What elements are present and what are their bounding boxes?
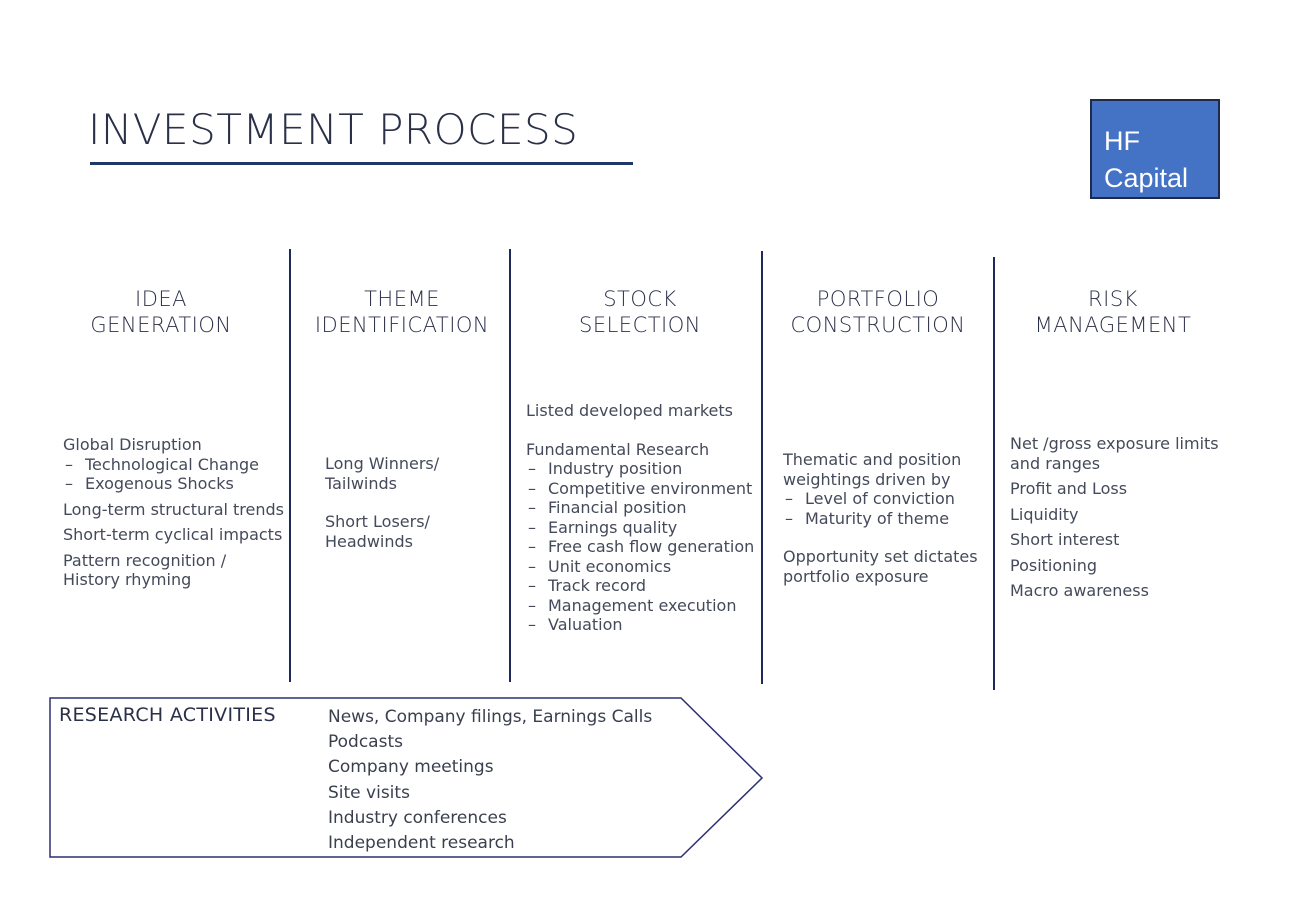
heading-line: PORTFOLIO [816,287,940,311]
list-item: Global Disruption [63,435,202,454]
list-item: Company meetings [328,757,494,778]
logo-line-1: HF [1104,126,1140,156]
divider-4 [993,257,995,690]
heading-portfolio-construction: PORTFOLIO CONSTRUCTION [778,286,978,338]
research-activities-title: RESEARCH ACTIVITIES [59,704,276,726]
list-subitem: Management execution [526,596,758,616]
list-subitem: Financial position [526,498,758,518]
spacer [526,421,758,440]
list-subitem: Competitive environment [526,479,758,499]
theme-identification-list: Long Winners/ Tailwinds Short Losers/ He… [325,454,455,551]
list-subitem: Maturity of theme [783,509,983,529]
heading-line: CONSTRUCTION [790,313,966,337]
list-item: Long Winners/ Tailwinds [325,454,440,493]
heading-line: SELECTION [579,313,701,337]
heading-stock-selection: STOCK SELECTION [540,286,740,338]
list-item: Macro awareness [1010,581,1149,600]
heading-line: IDENTIFICATION [314,313,490,337]
heading-line: MANAGEMENT [1034,313,1192,337]
divider-2 [509,249,511,682]
risk-management-list: Net /gross exposure limits and ranges Pr… [1010,434,1220,607]
divider-3 [761,251,763,684]
list-item: Industry conferences [328,807,507,828]
list-subitem: Industry position [526,459,758,479]
heading-line: RISK [1088,287,1138,311]
company-logo: HF Capital [1090,99,1220,199]
list-item: Positioning [1010,555,1098,575]
list-item: News, Company filings, Earnings Calls [328,707,653,727]
list-item: Opportunity set dictates portfolio expos… [783,547,978,586]
list-item: Short interest [1010,530,1120,549]
heading-theme-identification: THEME IDENTIFICATION [300,286,504,338]
list-item: Liquidity [1010,504,1079,524]
list-item: Podcasts [328,732,403,753]
heading-line: IDEA [135,287,187,311]
logo-line-2: Capital [1104,163,1189,193]
stock-selection-list: Listed developed markets Fundamental Res… [526,401,758,635]
list-item: Listed developed markets [526,401,733,420]
list-subitem: Exogenous Shocks [63,474,285,494]
research-arrow-shape [49,697,764,858]
title-underline [90,162,633,165]
list-item: Fundamental Research [526,439,710,459]
list-item: Short-term cyclical impacts [63,525,283,544]
heading-line: STOCK [603,287,677,311]
list-subitem: Free cash flow generation [526,537,758,557]
portfolio-construction-list: Thematic and position weightings driven … [783,450,983,586]
list-item: Thematic and position weightings driven … [783,450,962,489]
spacer [325,493,455,512]
heading-risk-management: RISK MANAGEMENT [1013,286,1213,338]
list-item: Site visits [328,782,410,803]
spacer [783,528,983,547]
list-item: Pattern recognition / History rhyming [63,550,227,590]
list-subitem: Earnings quality [526,518,758,538]
heading-idea-generation: IDEA GENERATION [60,286,262,338]
heading-line: GENERATION [90,313,232,337]
divider-1 [289,249,291,682]
list-item: Long-term structural trends [63,499,285,519]
research-activities-panel: RESEARCH ACTIVITIES News, Company filing… [49,697,765,860]
list-subitem: Valuation [526,615,758,635]
research-activities-list: News, Company filings, Earnings Calls Po… [328,705,652,856]
list-item: Short Losers/ Headwinds [325,512,430,551]
list-item: Independent research [328,833,515,854]
list-subitem: Level of conviction [783,489,983,509]
list-item: Profit and Loss [1010,479,1128,498]
heading-line: THEME [364,287,440,311]
list-item: Net /gross exposure limits and ranges [1010,434,1219,473]
idea-generation-list: Global Disruption Technological Change E… [63,435,285,596]
list-subitem: Unit economics [526,557,758,577]
list-subitem: Technological Change [63,455,285,475]
list-subitem: Track record [526,576,758,596]
page-title: INVESTMENT PROCESS [88,105,579,154]
